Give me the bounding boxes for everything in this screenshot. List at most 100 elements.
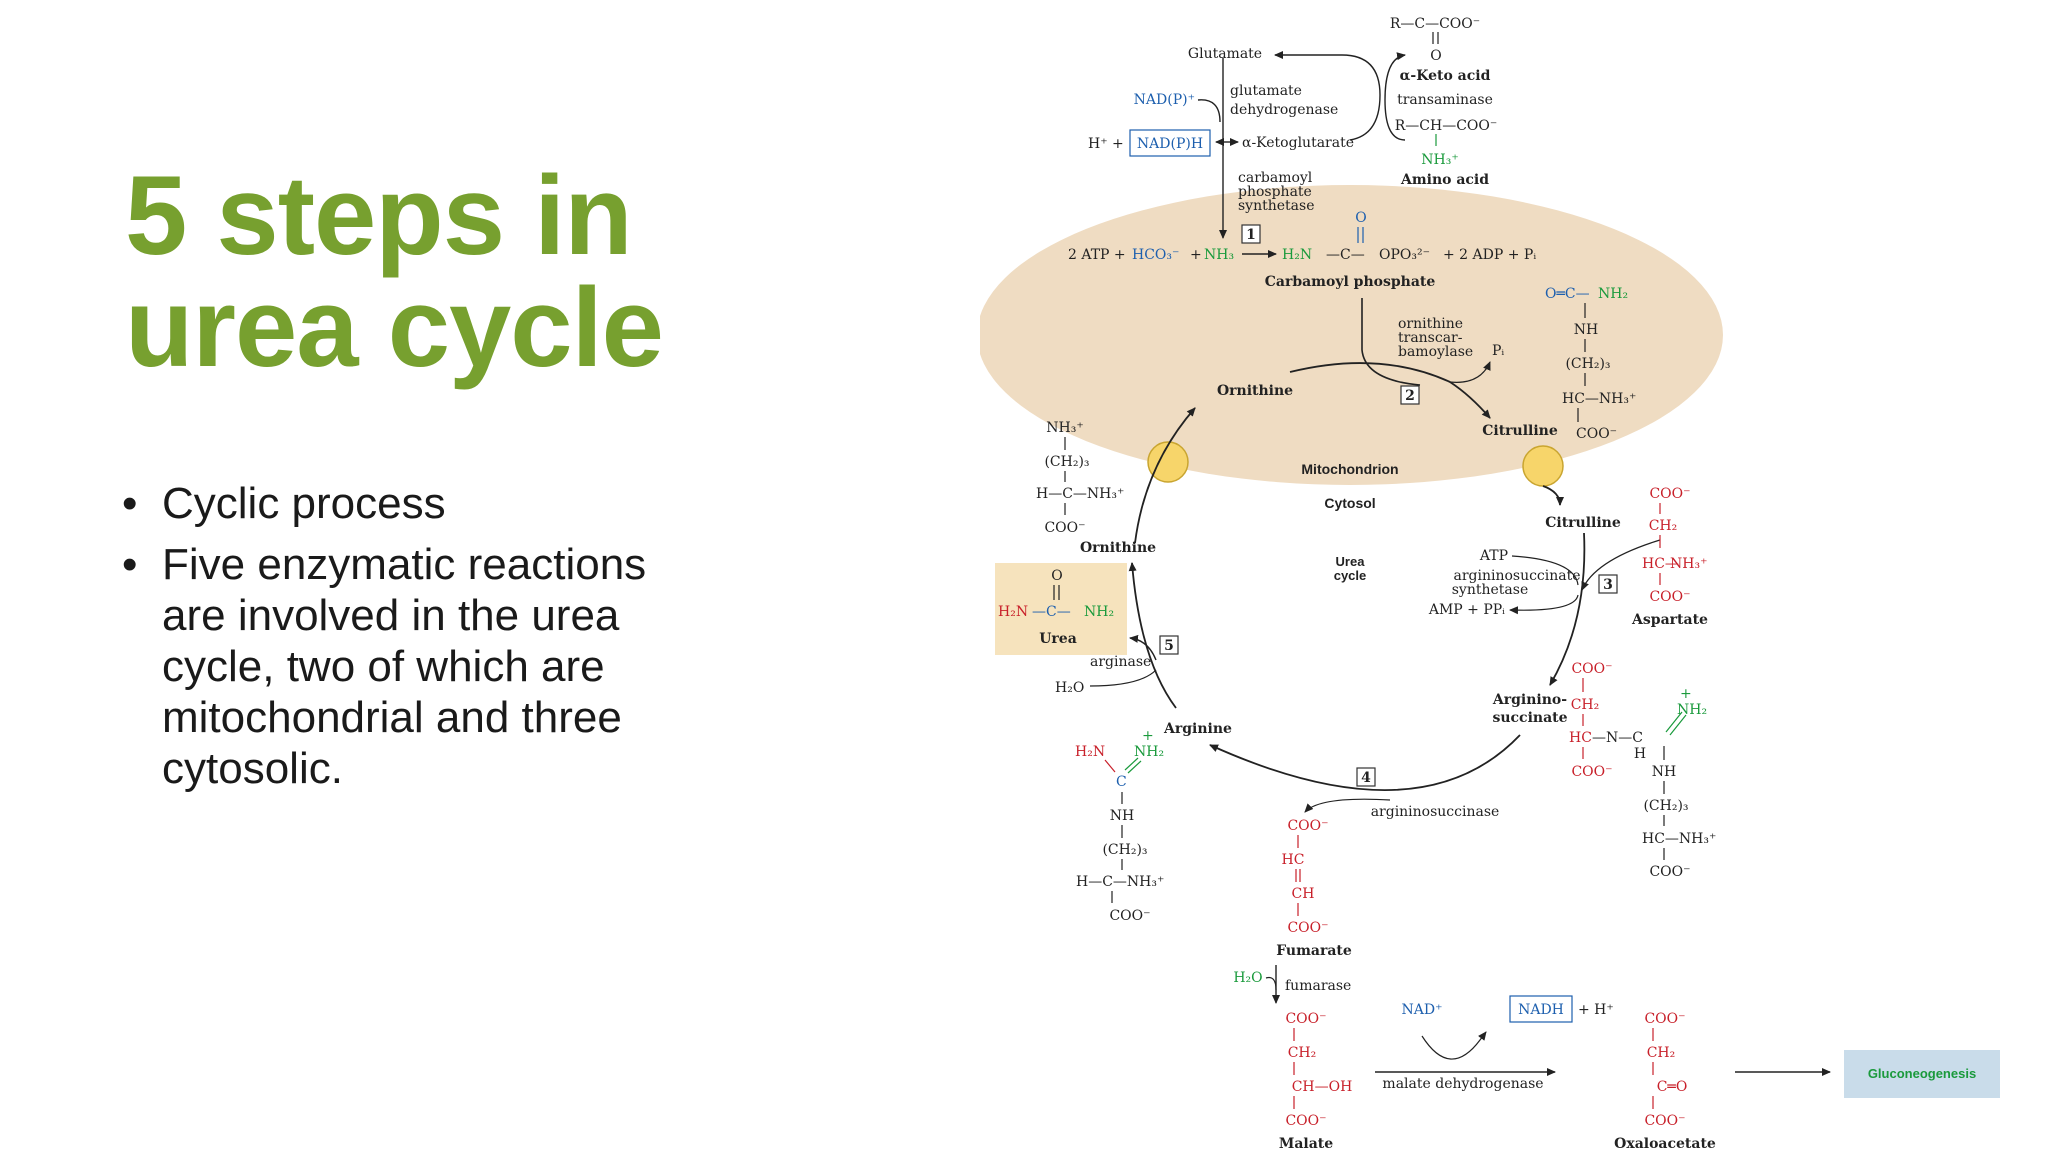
- fumarate-line: COO⁻: [1287, 818, 1328, 834]
- a-ketoglutarate-label: α-Ketoglutarate: [1242, 135, 1354, 151]
- oxaloacetate-line: CH₂: [1647, 1045, 1676, 1061]
- urea-cycle-label: cycle: [1334, 568, 1367, 583]
- otc-enzyme-label: transcar-: [1398, 330, 1463, 346]
- argininosuccinase-label: argininosuccinase: [1371, 804, 1500, 820]
- argsucc-nc: —N—C: [1592, 730, 1643, 746]
- keto-acid-label: α-Keto acid: [1400, 68, 1491, 84]
- arginine-line: COO⁻: [1109, 908, 1150, 924]
- arginine-plus: +: [1142, 728, 1154, 744]
- step-1-opo3: OPO₃²⁻: [1379, 247, 1430, 263]
- malate-line: CH—OH: [1292, 1079, 1353, 1095]
- step-1-oxygen: O: [1355, 210, 1366, 226]
- cps-enzyme-label: phosphate: [1238, 184, 1312, 200]
- fumarate-line: HC: [1282, 852, 1305, 868]
- glutamate-label: Glutamate: [1188, 46, 1262, 62]
- step-number: 2: [1405, 388, 1415, 404]
- fumarate-line: CH: [1292, 886, 1315, 902]
- transaminase-label: transaminase: [1397, 92, 1493, 108]
- oxaloacetate-line: COO⁻: [1644, 1011, 1685, 1027]
- citrulline-line: (CH₂)₃: [1565, 356, 1610, 372]
- step-1-plus: +: [1190, 247, 1202, 263]
- otc-enzyme-label: ornithine: [1398, 316, 1463, 332]
- fumarate-label: Fumarate: [1276, 943, 1352, 959]
- step-2-reaction: ornithine transcar- bamoylase Pᵢ 2 Ornit…: [1217, 298, 1558, 439]
- step-1-h2n: H₂N: [1282, 247, 1312, 263]
- step-1-reaction: 1 2 ATP + HCO₃⁻ + NH₃ O H₂N —C— OPO₃²⁻ +…: [1068, 210, 1536, 290]
- glutamate-section: Glutamate NAD(P)⁺ glutamate dehydrogenas…: [1088, 46, 1381, 239]
- fumarate-h2o: H₂O: [1233, 970, 1262, 986]
- fumarase-label: fumarase: [1285, 978, 1351, 994]
- step-1-nh3: NH₃: [1204, 247, 1234, 263]
- step-1-atp: 2 ATP +: [1068, 247, 1126, 263]
- ornithine-structure: NH₃⁺ (CH₂)₃ H—C—NH₃⁺ COO⁻ Ornithine: [1036, 420, 1156, 556]
- carbamoyl-phosphate-label: Carbamoyl phosphate: [1265, 274, 1436, 290]
- gdh-enzyme-label: glutamate: [1230, 83, 1302, 99]
- step-3-atp: ATP: [1479, 548, 1508, 564]
- keto-acid-structure: R—C—COO⁻: [1390, 16, 1480, 32]
- slide-title: 5 steps in urea cycle: [125, 153, 664, 390]
- step-2-pi: Pᵢ: [1492, 343, 1504, 359]
- arginine-line: NH: [1110, 808, 1134, 824]
- gluconeogenesis-box: [1844, 1050, 2000, 1098]
- cps-enzyme-label: carbamoyl: [1238, 170, 1313, 186]
- fumarate-line: COO⁻: [1287, 920, 1328, 936]
- nadp-plus: NAD(P)⁺: [1134, 92, 1195, 108]
- step-number-badge: [1241, 224, 1261, 244]
- h-plus: H⁺ +: [1088, 136, 1124, 152]
- urea-label: Urea: [1039, 631, 1077, 647]
- step-3-amp: AMP + PPᵢ: [1428, 602, 1505, 618]
- nadph-box: [1129, 129, 1211, 157]
- step-number-badge: [1356, 767, 1376, 787]
- argsucc-red: CH₂: [1571, 697, 1600, 713]
- ornithine-mito-label: Ornithine: [1217, 383, 1293, 399]
- citrulline-transporter: [1522, 445, 1564, 487]
- argininosuccinate-structure: Arginino- succinate COO⁻ CH₂ HC —N—C H C…: [1492, 661, 1716, 880]
- mdh-nad: NAD⁺: [1402, 1002, 1443, 1018]
- ass-enzyme-label: argininosuccinate: [1453, 568, 1580, 584]
- step-number: 3: [1603, 577, 1613, 593]
- urea-carbon: —C—: [1032, 604, 1071, 620]
- urea-cycle-label: Urea: [1336, 554, 1366, 569]
- bullet-item: Five enzymatic reactions are involved in…: [122, 539, 682, 794]
- step-number: 1: [1246, 227, 1256, 243]
- argsucc-red: COO⁻: [1571, 661, 1612, 677]
- citrulline-line: HC—NH₃⁺: [1562, 391, 1636, 407]
- citrulline-coo: COO⁻: [1576, 426, 1617, 442]
- malate-line: COO⁻: [1285, 1113, 1326, 1129]
- aspartate-structure: COO⁻ CH₂ HC— NH₃⁺ COO⁻ Aspartate: [1631, 486, 1708, 628]
- nadh-box: [1509, 995, 1573, 1023]
- step-number-badge: [1400, 385, 1420, 405]
- step-4-reaction: 4 argininosuccinase: [1209, 734, 1521, 820]
- ornithine-transporter: [1147, 441, 1189, 483]
- ornithine-label: Ornithine: [1080, 540, 1156, 556]
- amino-acid-label: Amino acid: [1400, 172, 1489, 188]
- mdh-h: + H⁺: [1578, 1002, 1614, 1018]
- amino-acid-nh3: NH₃⁺: [1421, 152, 1458, 168]
- bullet-item: Cyclic process: [122, 478, 682, 529]
- arginine-line: (CH₂)₃: [1102, 842, 1147, 858]
- argsucc-black: HC—NH₃⁺: [1642, 831, 1716, 847]
- ornithine-line: H—C—NH₃⁺: [1036, 486, 1124, 502]
- ornithine-line: NH₃⁺: [1046, 420, 1083, 436]
- fumarate-structure: COO⁻ HC CH COO⁻ Fumarate H₂O fumarase: [1233, 818, 1352, 1004]
- citrulline-line: NH: [1574, 322, 1598, 338]
- step-number: 4: [1361, 770, 1371, 786]
- cycle-arrow-arginine: [1128, 562, 1177, 709]
- slide-title-line-2: urea cycle: [125, 265, 664, 390]
- oxaloacetate-label: Oxaloacetate: [1614, 1136, 1716, 1152]
- arginine-nh2: NH₂: [1134, 744, 1164, 760]
- malate-label: Malate: [1279, 1136, 1333, 1152]
- malate-line: COO⁻: [1285, 1011, 1326, 1027]
- urea-box: [995, 563, 1127, 655]
- amino-acid-structure: R—CH—COO⁻: [1395, 118, 1498, 134]
- citrulline-mito-label: Citrulline: [1482, 423, 1558, 439]
- argsucc-black: NH: [1652, 764, 1676, 780]
- urea-cycle-diagram: Mitochondrion Cytosol Urea cycle Glutama…: [980, 16, 2000, 1152]
- ass-enzyme-label: synthetase: [1452, 582, 1528, 598]
- slide-title-line-1: 5 steps in: [125, 153, 633, 278]
- citrulline-cyto-label: Citrulline: [1545, 515, 1621, 531]
- citrulline-structure: O═C— NH₂ NH (CH₂)₃ HC—NH₃⁺ COO⁻: [1545, 286, 1636, 442]
- arginase-label: arginase: [1090, 654, 1151, 670]
- aspartate-line: COO⁻: [1649, 589, 1690, 605]
- aspartate-line: COO⁻: [1649, 486, 1690, 502]
